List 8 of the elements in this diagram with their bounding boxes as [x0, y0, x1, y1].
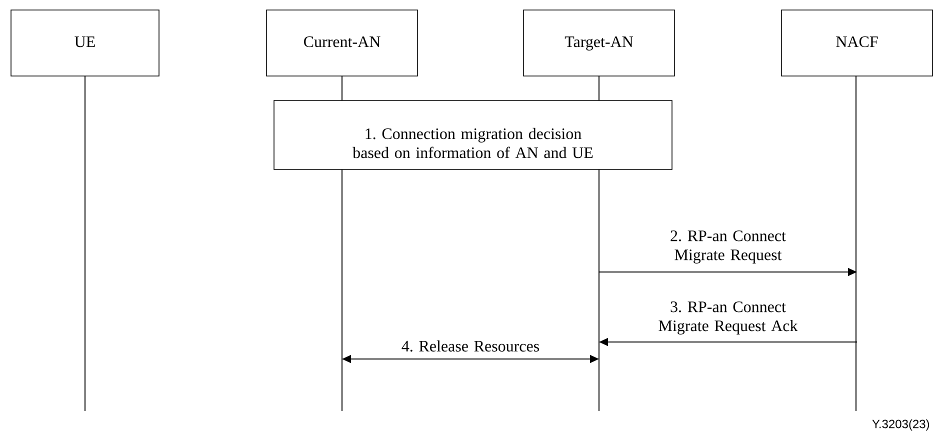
edge-label: 2. RP-an Connect Migrate Request — [670, 230, 786, 264]
edge-label: 4. Release Resources — [402, 340, 540, 352]
participant-box: Current-AN — [266, 10, 418, 76]
edge-label: 3. RP-an Connect Migrate Request Ack — [658, 301, 798, 334]
participant-box: Target-AN — [523, 10, 675, 76]
participant-box: UE — [10, 10, 160, 76]
participant-box: NACF — [781, 10, 933, 76]
process-box: 1. Connection migration decision based on information of AN and UE — [274, 100, 672, 170]
